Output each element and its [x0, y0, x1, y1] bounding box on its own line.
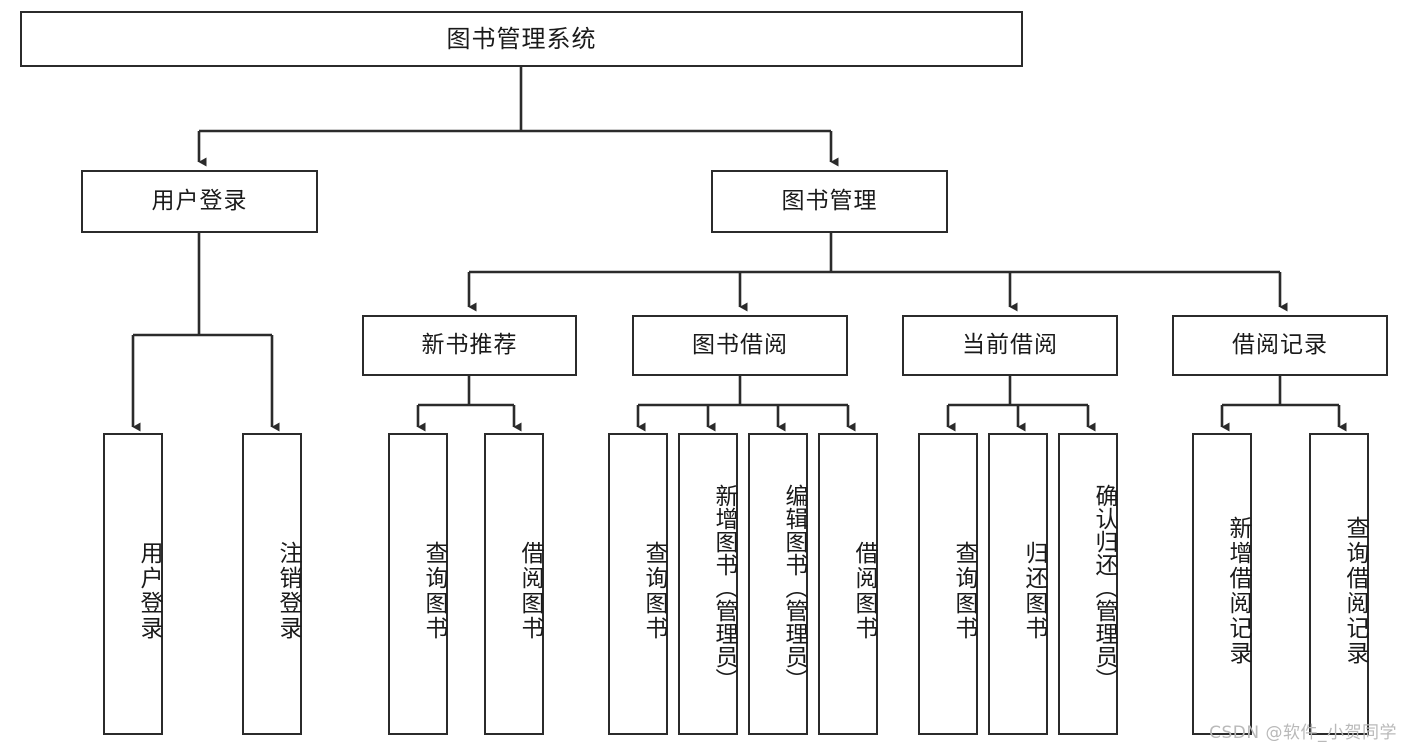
leaf-borrow-record-add[interactable]: 新增借阅记录: [1192, 433, 1252, 735]
leaf-book-borrow-add[interactable]: 新增图书（管理员）: [678, 433, 738, 735]
leaf-label: 查询图书: [421, 541, 447, 641]
leaf-label: 新增借阅记录: [1225, 516, 1251, 666]
node-borrow-record[interactable]: 借阅记录: [1172, 315, 1388, 376]
csdn-watermark: CSDN @软件_小贺同学: [1209, 723, 1397, 743]
leaf-label: 借阅图书: [851, 541, 877, 641]
node-current-borrow[interactable]: 当前借阅: [902, 315, 1118, 376]
node-book-management[interactable]: 图书管理: [711, 170, 948, 233]
leaf-label: 查询图书: [641, 541, 667, 641]
node-user-login[interactable]: 用户登录: [81, 170, 318, 233]
leaf-label: 用户登录: [136, 541, 162, 641]
node-book-borrow[interactable]: 图书借阅: [632, 315, 848, 376]
leaf-book-borrow-borrow[interactable]: 借阅图书: [818, 433, 878, 735]
node-root-system[interactable]: 图书管理系统: [20, 11, 1023, 67]
leaf-label: 编辑图书（管理员）: [781, 483, 807, 691]
leaf-new-book-borrow[interactable]: 借阅图书: [484, 433, 544, 735]
leaf-label: 新增图书（管理员）: [711, 483, 737, 691]
node-new-book-recommend[interactable]: 新书推荐: [362, 315, 577, 376]
leaf-label: 注销登录: [275, 541, 301, 641]
leaf-current-borrow-return[interactable]: 归还图书: [988, 433, 1048, 735]
leaf-current-borrow-query[interactable]: 查询图书: [918, 433, 978, 735]
leaf-book-borrow-edit[interactable]: 编辑图书（管理员）: [748, 433, 808, 735]
leaf-label: 查询图书: [951, 541, 977, 641]
leaf-label: 确认归还（管理员）: [1091, 483, 1117, 691]
leaf-user-login-login[interactable]: 用户登录: [103, 433, 163, 735]
leaf-new-book-query[interactable]: 查询图书: [388, 433, 448, 735]
leaf-label: 归还图书: [1021, 541, 1047, 641]
leaf-label: 查询借阅记录: [1342, 516, 1368, 666]
leaf-book-borrow-query[interactable]: 查询图书: [608, 433, 668, 735]
leaf-label: 借阅图书: [517, 541, 543, 641]
leaf-borrow-record-query[interactable]: 查询借阅记录: [1309, 433, 1369, 735]
leaf-user-login-logout[interactable]: 注销登录: [242, 433, 302, 735]
leaf-current-borrow-confirm-return[interactable]: 确认归还（管理员）: [1058, 433, 1118, 735]
